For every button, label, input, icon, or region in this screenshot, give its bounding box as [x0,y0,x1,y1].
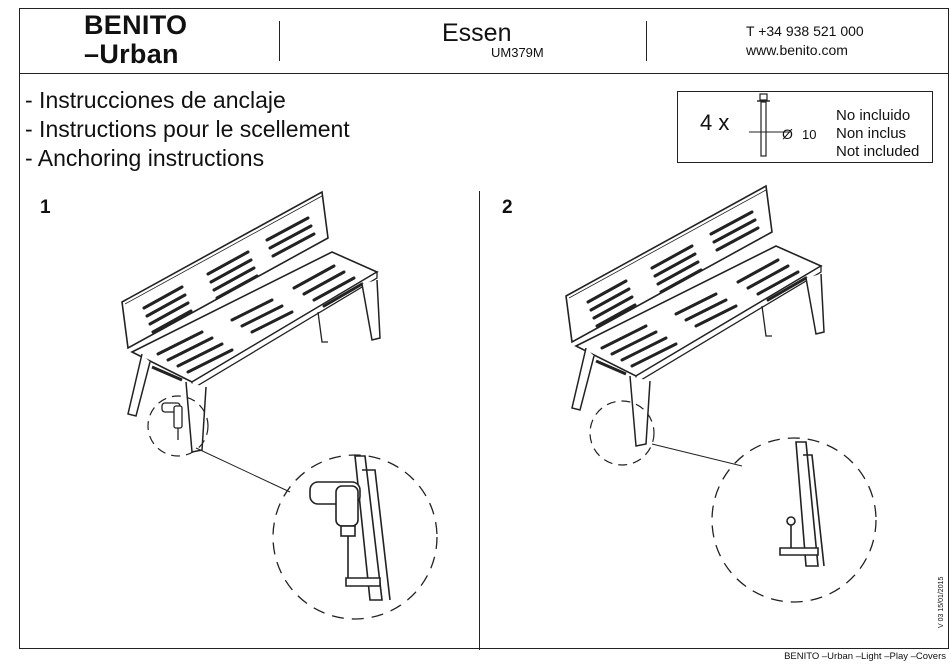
bench-drawing-1 [120,190,382,454]
step-number-2: 2 [502,197,513,218]
brand-logo: BENITO –Urban [84,11,187,69]
not-included-es: No incluido [836,107,911,124]
detail-leader-2 [651,443,743,467]
bolt-quantity: 4 x [700,110,730,135]
instruction-sheet: BENITO –Urban Essen UM379M T +34 938 521… [19,8,949,650]
not-included-en: Not included [836,143,920,160]
detail-marker-2 [589,400,655,466]
wrench-small-icon [161,402,183,440]
not-included-fr: Non inclus [836,125,907,142]
header-divider [646,21,647,61]
website-url: www.benito.com [746,42,848,58]
product-name: Essen [442,19,512,47]
anchor-wrench-detail-icon [309,455,391,601]
model-code: UM379M [491,45,544,60]
instruction-en: - Anchoring instructions [25,145,265,171]
hardware-box: 4 x Ø 10 No incluido Non inclus Not incl… [677,91,933,163]
anchor-bolt-icon [749,93,789,157]
header-divider [279,21,280,61]
detail-marker-1 [147,395,209,457]
bolt-diameter: 10 [802,127,817,142]
detail-circle-2 [711,437,877,603]
brand-line-2: –Urban [84,39,179,69]
step-number-1: 1 [40,197,51,218]
version-stamp: V 03 15/01/2015 [938,576,945,628]
detail-leader-1 [195,447,291,493]
diameter-symbol: Ø [782,126,793,142]
instruction-es: - Instrucciones de anclaje [25,87,286,113]
phone-number: T +34 938 521 000 [746,23,864,39]
instruction-fr: - Instructions pour le scellement [25,116,350,142]
header-bar: BENITO –Urban Essen UM379M T +34 938 521… [20,9,948,74]
bench-drawing-2 [564,184,826,448]
detail-circle-1 [272,454,438,620]
anchored-leg-detail-icon [779,441,825,567]
footer-brand-line: BENITO –Urban –Light –Play –Covers [784,651,946,662]
brand-line-1: BENITO [84,10,188,40]
step-divider [479,191,480,650]
